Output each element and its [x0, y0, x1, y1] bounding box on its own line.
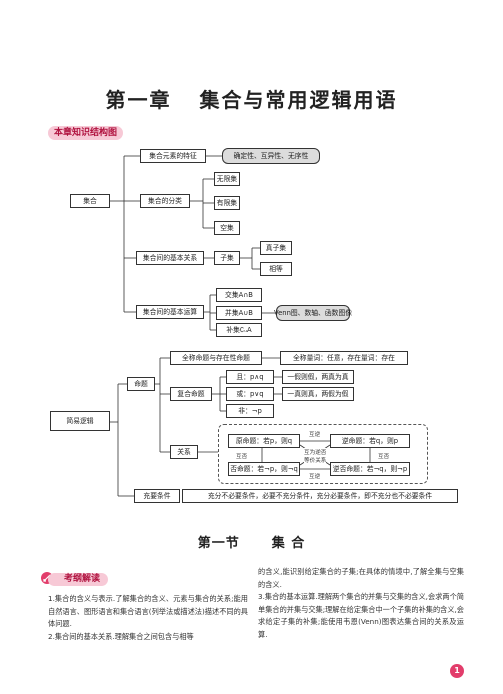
label-negation-right: 互否	[378, 454, 390, 460]
label-contrapositive: 互为逆否	[304, 448, 327, 456]
page-number: 1	[450, 664, 464, 678]
structure-badge: 本章知识结构图	[48, 126, 124, 140]
set-features-detail: 确定性、互异性、无序性	[222, 148, 320, 164]
finite-set-node: 有限集	[214, 196, 240, 210]
relation-dashed-frame	[218, 424, 428, 484]
set-operations-detail: Venn图、数轴、函数图像	[274, 305, 352, 321]
set-relations-node: 集合间的基本关系	[136, 251, 204, 265]
quantifier-detail: 全称量词：任意，存在量词：存在	[280, 351, 408, 365]
label-converse-top: 互逆	[309, 432, 321, 438]
section-prefix: 第一节	[197, 536, 240, 551]
empty-set-node: 空集	[214, 221, 240, 235]
label-converse-bottom: 互逆	[309, 474, 321, 480]
section-name: 集 合	[271, 536, 306, 551]
exam-outline-badge: 考纲解读	[48, 573, 109, 586]
root-logic-node: 简易逻辑	[50, 411, 110, 431]
relation-node: 关系	[170, 445, 198, 459]
or-node: 或：p∨q	[226, 387, 274, 401]
and-node: 且：p∧q	[226, 370, 274, 384]
and-detail: 一假则假，两真为真	[282, 370, 354, 384]
proper-subset-node: 真子集	[260, 241, 292, 255]
intersection-node: 交集A∩B	[216, 288, 262, 302]
infinite-set-node: 无限集	[214, 172, 240, 186]
outline-left-column: 1.集合的含义与表示.了解集合的含义、元素与集合的关系;能用自然语言、图形语言和…	[48, 594, 248, 641]
inverse-proposition: 否命题：若¬p，则¬q	[228, 462, 300, 476]
section-title: 第一节 集 合	[0, 532, 503, 551]
chapter-prefix: 第一章	[105, 88, 172, 112]
set-classify-node: 集合的分类	[140, 194, 190, 208]
chapter-title: 第一章 集合与常用逻辑用语	[0, 84, 503, 113]
conditions-detail: 充分不必要条件，必要不充分条件，充分必要条件，即不充分也不必要条件	[182, 489, 458, 503]
complement-node: 补集∁ᵤA	[216, 323, 262, 337]
equal-set-node: 相等	[260, 262, 292, 276]
label-equivalence: 等价关系	[304, 456, 327, 464]
converse-proposition: 逆命题：若q，则p	[330, 434, 410, 448]
set-operations-node: 集合间的基本运算	[136, 305, 204, 319]
chapter-name: 集合与常用逻辑用语	[199, 88, 398, 112]
proposition-node: 命题	[127, 377, 155, 391]
contrapositive-proposition: 逆否命题：若¬q，则¬p	[330, 462, 410, 476]
label-negation-left: 互否	[236, 454, 248, 460]
subset-node: 子集	[214, 251, 240, 265]
conditions-node: 充要条件	[134, 489, 180, 503]
set-features-node: 集合元素的特征	[140, 149, 206, 163]
compound-node: 复合命题	[170, 387, 212, 401]
or-detail: 一真则真，两假为假	[282, 387, 354, 401]
original-proposition: 原命题：若p，则q	[228, 434, 300, 448]
outline-right-column: 的含义,能识别给定集合的子集;在具体的情境中,了解全集与空集的含义. 3.集合的…	[258, 567, 464, 639]
not-node: 非：¬p	[226, 404, 274, 418]
root-set-node: 集合	[70, 194, 110, 208]
quantifier-node: 全称命题与存在性命题	[170, 351, 262, 365]
union-node: 并集A∪B	[216, 306, 262, 320]
